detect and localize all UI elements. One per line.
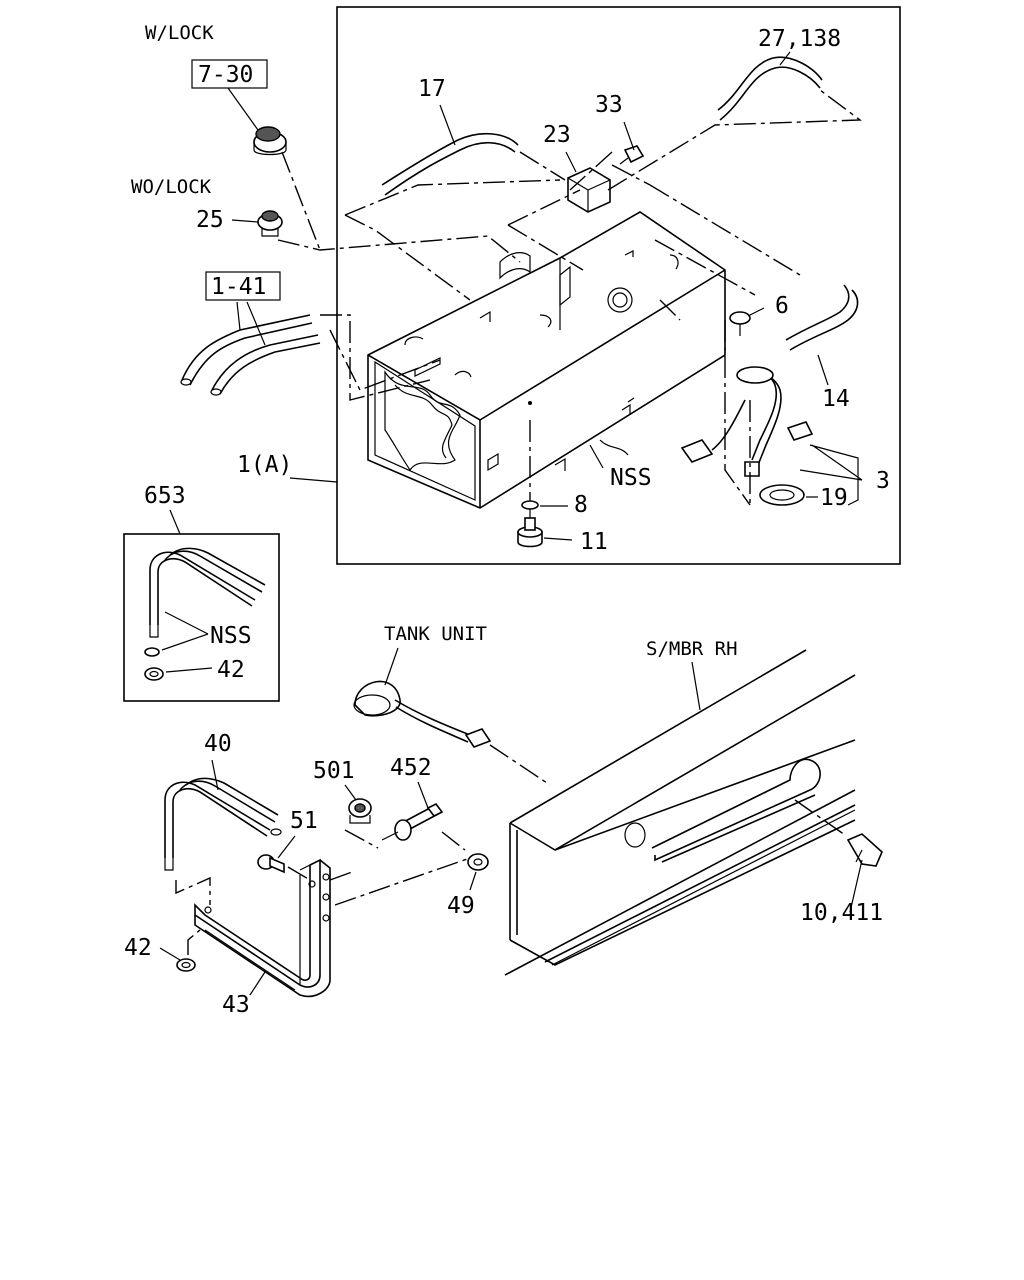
wo-lock-label: WO/LOCK [131,176,212,198]
hose-14 [789,289,859,351]
part-49-label: 49 [447,893,475,919]
ref-box-7-30 [191,59,268,89]
nss-box-label: NSS [210,623,252,649]
ref-1-41-label: 1-41 [211,274,266,300]
nut-42 [176,958,196,972]
part-33-label: 33 [595,92,623,118]
ref-box-1-41 [205,271,281,301]
tank-unit-label: TANK UNIT [384,623,487,645]
nut-42-box [144,667,164,681]
screw-33 [619,145,645,165]
bracket-43 [194,858,331,998]
part-452-label: 452 [390,755,432,781]
part-501-label: 501 [313,758,355,784]
side-member-rh [504,649,856,976]
hose-27-138 [719,66,821,121]
fuel-cap-without-lock [257,210,283,237]
part-653-label: 653 [144,483,186,509]
part-25-label: 25 [196,207,224,233]
part-27-138-label: 27,138 [758,26,841,52]
part-3-label: 3 [876,468,890,494]
w-lock-label: W/LOCK [145,22,214,44]
washer-8 [521,500,539,510]
bolt-51 [257,854,285,874]
screw-6 [729,311,751,336]
part-42-label: 42 [124,935,152,961]
washer-nss [144,647,160,657]
ref-7-30-label: 7-30 [198,62,253,88]
part-42-box-label: 42 [217,657,245,683]
part-14-label: 14 [822,386,850,412]
part-23-label: 23 [543,122,571,148]
strap-kit-box-653 [123,533,280,702]
connector-23 [567,167,611,213]
s-mbr-rh-label: S/MBR RH [646,638,738,660]
hose-17 [384,141,516,196]
part-51-label: 51 [290,808,318,834]
part-17-label: 17 [418,76,446,102]
clip-10-411 [846,833,883,867]
part-19-label: 19 [820,485,848,511]
tank-gauge-harness [680,366,814,506]
part-1a-label: 1(A) [237,452,292,478]
fuel-cap-with-lock [253,126,287,156]
drain-bolt-11 [517,517,543,548]
fuel-tank [367,211,726,520]
tank-unit [353,680,492,748]
part-8-label: 8 [574,492,588,518]
part-11-label: 11 [580,529,608,555]
strap-40 [164,777,282,871]
part-6-label: 6 [775,293,789,319]
fuel-hoses-1-41 [180,314,321,396]
part-43-label: 43 [222,992,250,1018]
bolt-452 [381,802,444,841]
nss-tank-label: NSS [610,465,652,491]
bushing-501 [348,798,372,824]
tank-assembly-frame [336,6,901,565]
part-10-411-label: 10,411 [800,900,883,926]
part-40-label: 40 [204,731,232,757]
nut-49 [467,853,489,871]
strap-653 [149,547,266,638]
